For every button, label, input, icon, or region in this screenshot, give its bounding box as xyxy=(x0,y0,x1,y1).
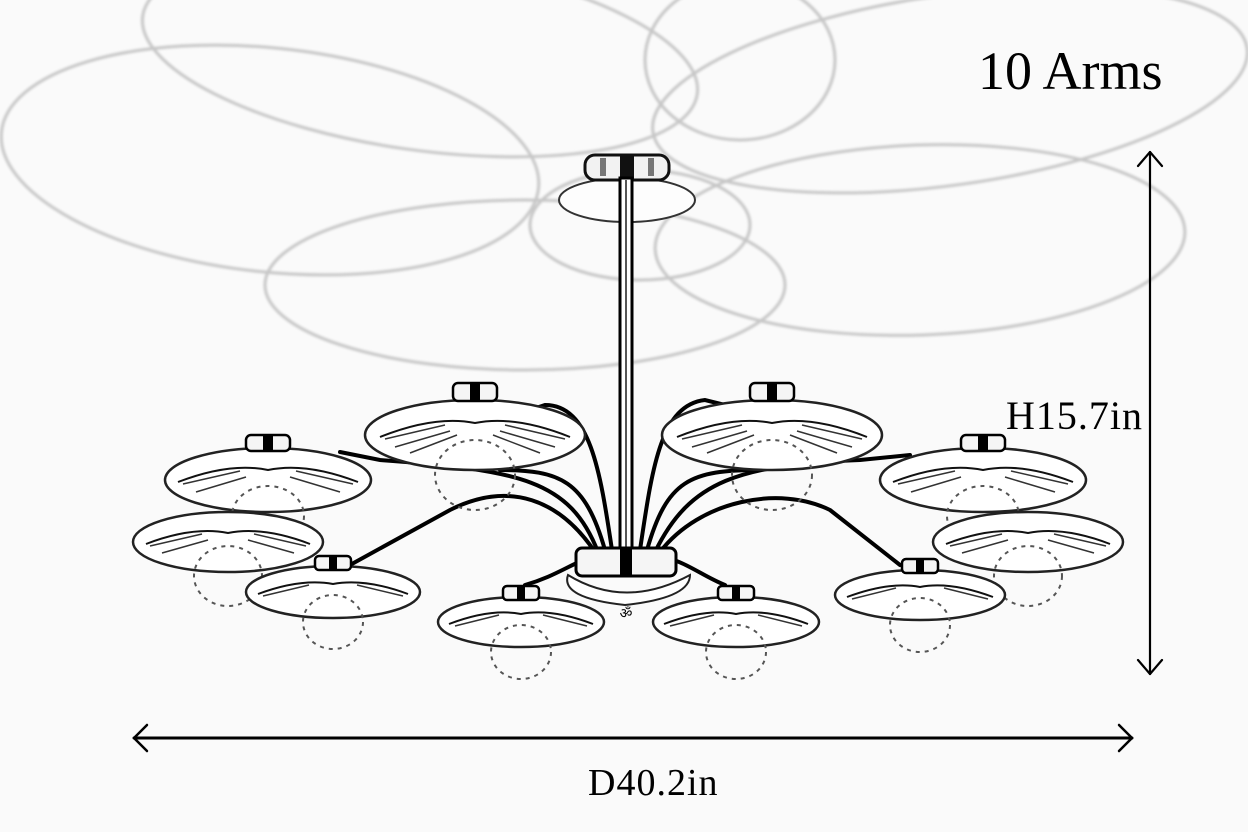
lamp-shade-9 xyxy=(436,584,606,680)
height-dimension-arrow xyxy=(1136,150,1164,676)
lamp-shade-8 xyxy=(833,557,1007,653)
lamp-shade-7 xyxy=(244,554,422,650)
lamp-shade-3 xyxy=(163,433,373,547)
arms xyxy=(338,397,912,587)
height-label: H15.7in xyxy=(1006,393,1143,438)
center-hub: ॐ xyxy=(566,546,692,622)
diameter-label: D40.2in xyxy=(588,762,719,804)
lamp-shade-1 xyxy=(363,381,587,511)
lamp-shade-10 xyxy=(651,584,821,680)
lamp-shade-2 xyxy=(660,381,884,511)
arm-count-title: 10 Arms xyxy=(978,41,1163,101)
downrod xyxy=(618,176,634,555)
background-petals xyxy=(0,0,1248,372)
lamp-shade-4 xyxy=(878,433,1088,547)
lamp-shade-6 xyxy=(931,510,1125,607)
lamp-shades xyxy=(131,381,1125,680)
svg-text:ॐ: ॐ xyxy=(620,606,633,622)
diameter-dimension-arrow xyxy=(132,723,1134,753)
